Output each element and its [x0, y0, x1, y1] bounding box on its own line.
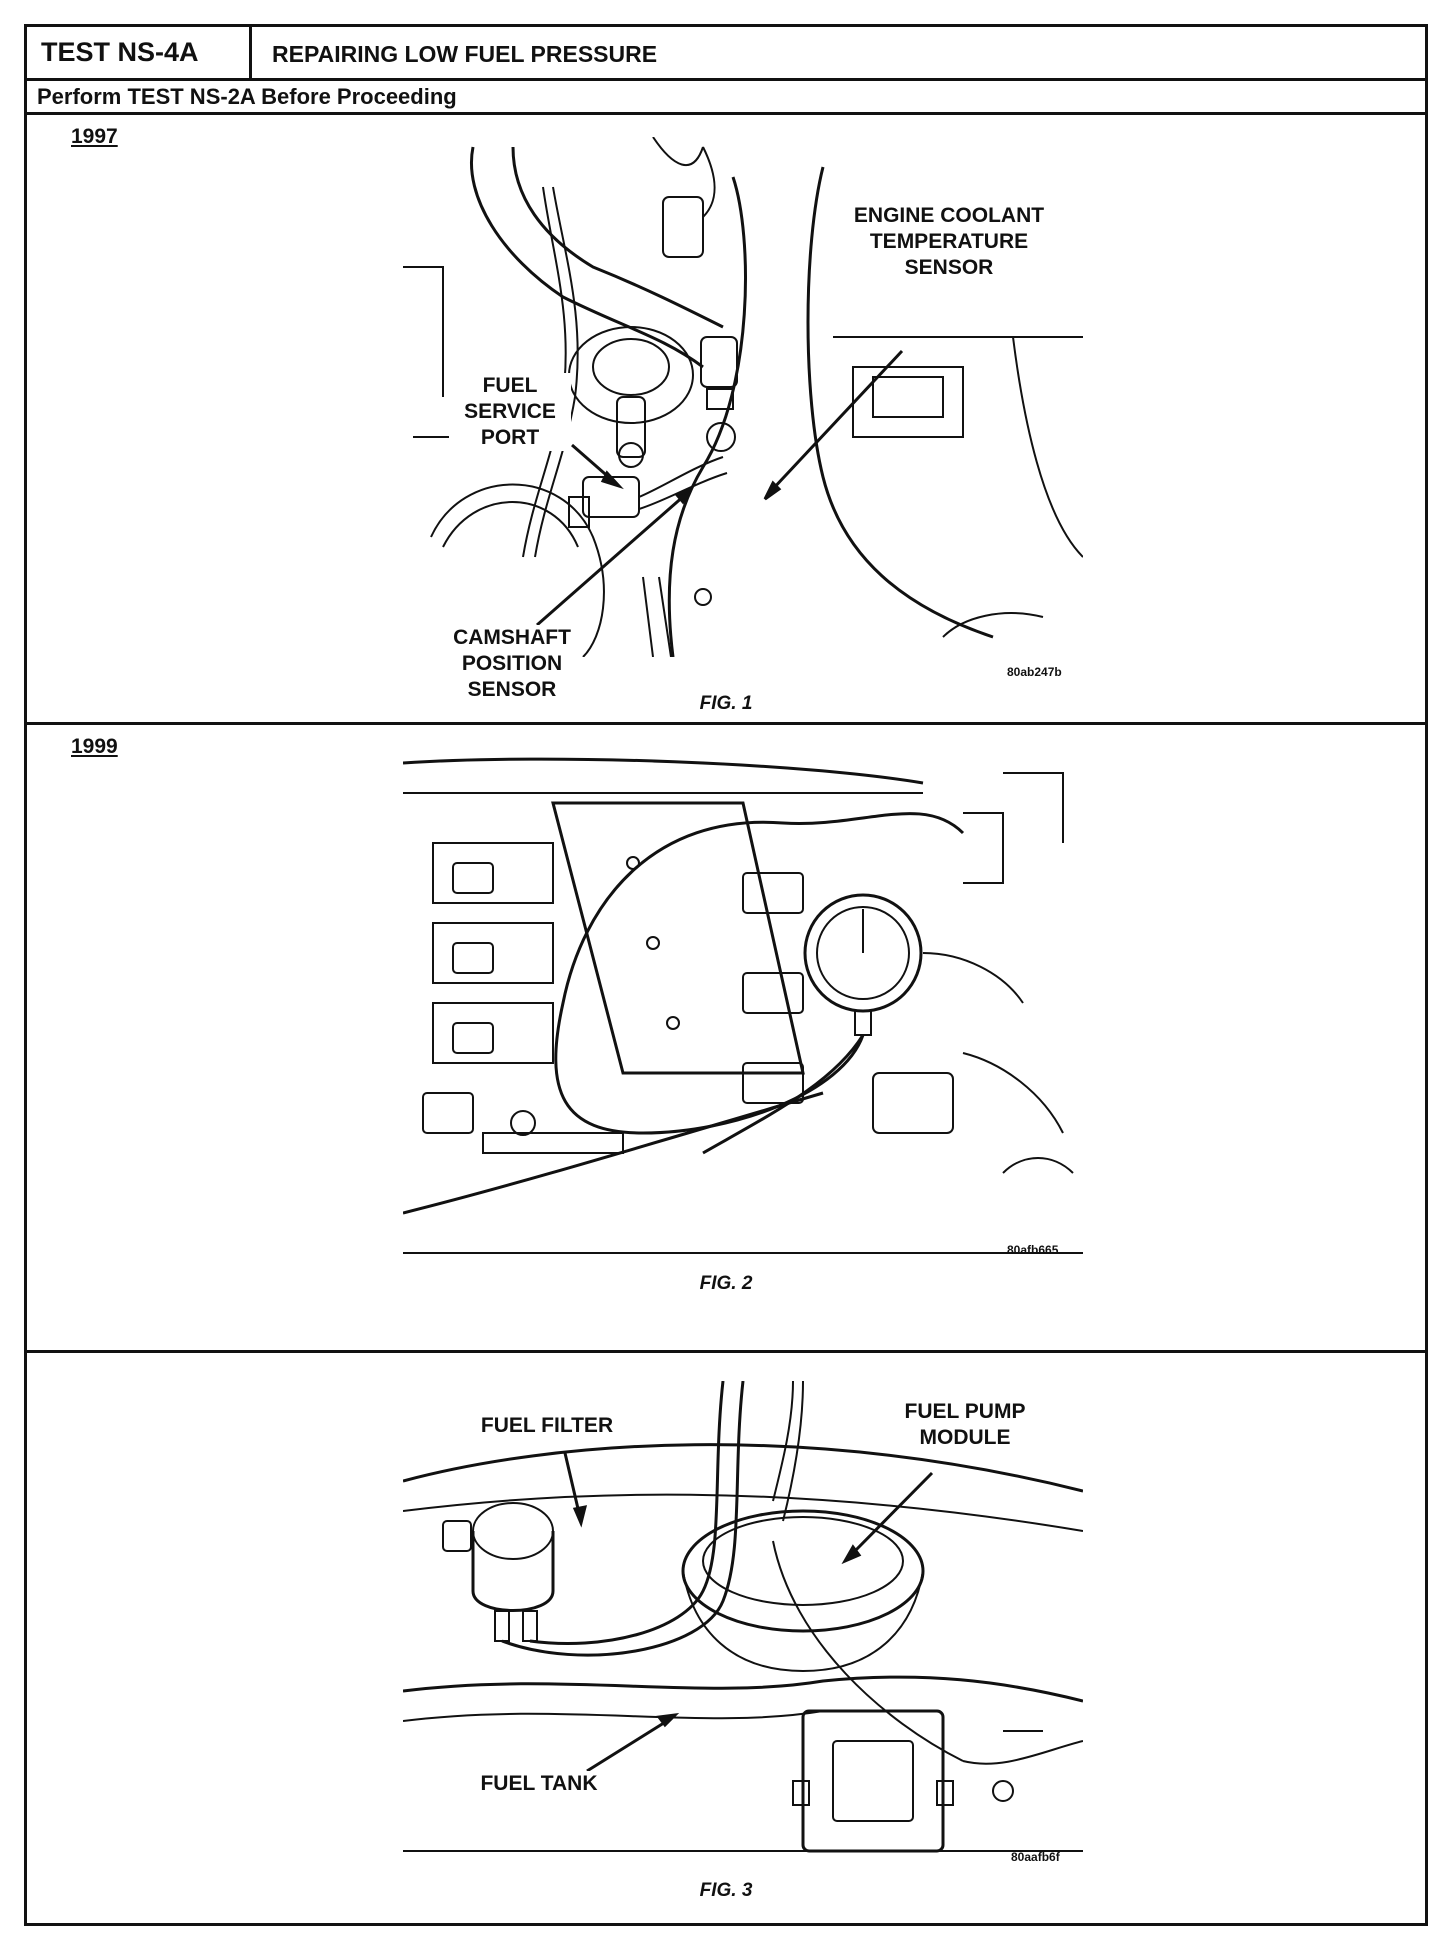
- figure-section-1999: 1999: [27, 725, 1425, 1353]
- fig1-leader-lines: [536, 349, 904, 627]
- callout-fuel-filter: FUEL FILTER: [447, 1413, 647, 1439]
- year-label: 1999: [71, 735, 118, 758]
- year-label: 1997: [71, 125, 118, 148]
- callout-camshaft-sensor: CAMSHAFT POSITION SENSOR: [442, 625, 582, 703]
- prerequisite-note: Perform TEST NS-2A Before Proceeding: [27, 81, 1425, 115]
- image-code: 80aafb6f: [1011, 1850, 1060, 1864]
- fig3-leader-lines: [563, 1452, 934, 1773]
- engine-1999-illustration: [403, 753, 1083, 1263]
- fuel-tank-illustration: [403, 1381, 1083, 1861]
- callout-fuel-pump-module: FUEL PUMP MODULE: [875, 1399, 1055, 1451]
- figure-caption: FIG. 1: [699, 693, 753, 714]
- figure-section-fuel-tank: FUEL FILTER FUEL PUMP MODULE FUEL TANK 8…: [27, 1353, 1425, 1923]
- image-code: 80ab247b: [1007, 665, 1062, 679]
- figure-section-1997: 1997: [27, 115, 1425, 725]
- callout-ect-sensor: ENGINE COOLANT TEMPERATURE SENSOR: [849, 203, 1049, 281]
- image-code: 80afb665: [1007, 1243, 1059, 1257]
- test-header: TEST NS-4A REPAIRING LOW FUEL PRESSURE: [27, 27, 1425, 81]
- callout-fuel-service-port: FUEL SERVICE PORT: [449, 373, 571, 451]
- figure-caption: FIG. 3: [699, 1880, 753, 1901]
- test-id: TEST NS-4A: [27, 27, 252, 78]
- callout-fuel-tank: FUEL TANK: [459, 1771, 619, 1797]
- test-title: REPAIRING LOW FUEL PRESSURE: [272, 41, 658, 67]
- figure-caption: FIG. 2: [699, 1273, 753, 1294]
- document-frame: TEST NS-4A REPAIRING LOW FUEL PRESSURE P…: [24, 24, 1428, 1926]
